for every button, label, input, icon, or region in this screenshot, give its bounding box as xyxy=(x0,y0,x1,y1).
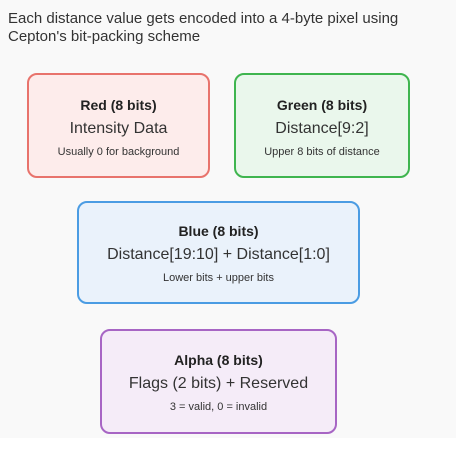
alpha-channel-box: Alpha (8 bits) Flags (2 bits) + Reserved… xyxy=(100,329,337,434)
alpha-channel-note: 3 = valid, 0 = invalid xyxy=(169,401,268,413)
red-channel-title: Red (8 bits) xyxy=(80,97,157,113)
green-channel-box: Green (8 bits) Distance[9:2] Upper 8 bit… xyxy=(234,73,410,178)
alpha-channel-description: Flags (2 bits) + Reserved xyxy=(128,375,309,392)
green-channel-note: Upper 8 bits of distance xyxy=(264,146,380,158)
intro-text: Each distance value gets encoded into a … xyxy=(8,10,399,45)
blue-channel-note: Lower bits + upper bits xyxy=(163,272,274,284)
alpha-channel-title: Alpha (8 bits) xyxy=(174,352,263,368)
blue-channel-title: Blue (8 bits) xyxy=(178,223,259,239)
blue-channel-description: Distance[19:10] + Distance[1:0] xyxy=(107,246,330,263)
red-channel-description: Intensity Data xyxy=(69,120,168,137)
blue-channel-box: Blue (8 bits) Distance[19:10] + Distance… xyxy=(77,201,360,304)
bottom-strip xyxy=(0,438,456,453)
red-channel-box: Red (8 bits) Intensity Data Usually 0 fo… xyxy=(27,73,210,178)
green-channel-description: Distance[9:2] xyxy=(275,120,369,137)
red-channel-note: Usually 0 for background xyxy=(57,146,180,158)
green-channel-title: Green (8 bits) xyxy=(276,97,368,113)
